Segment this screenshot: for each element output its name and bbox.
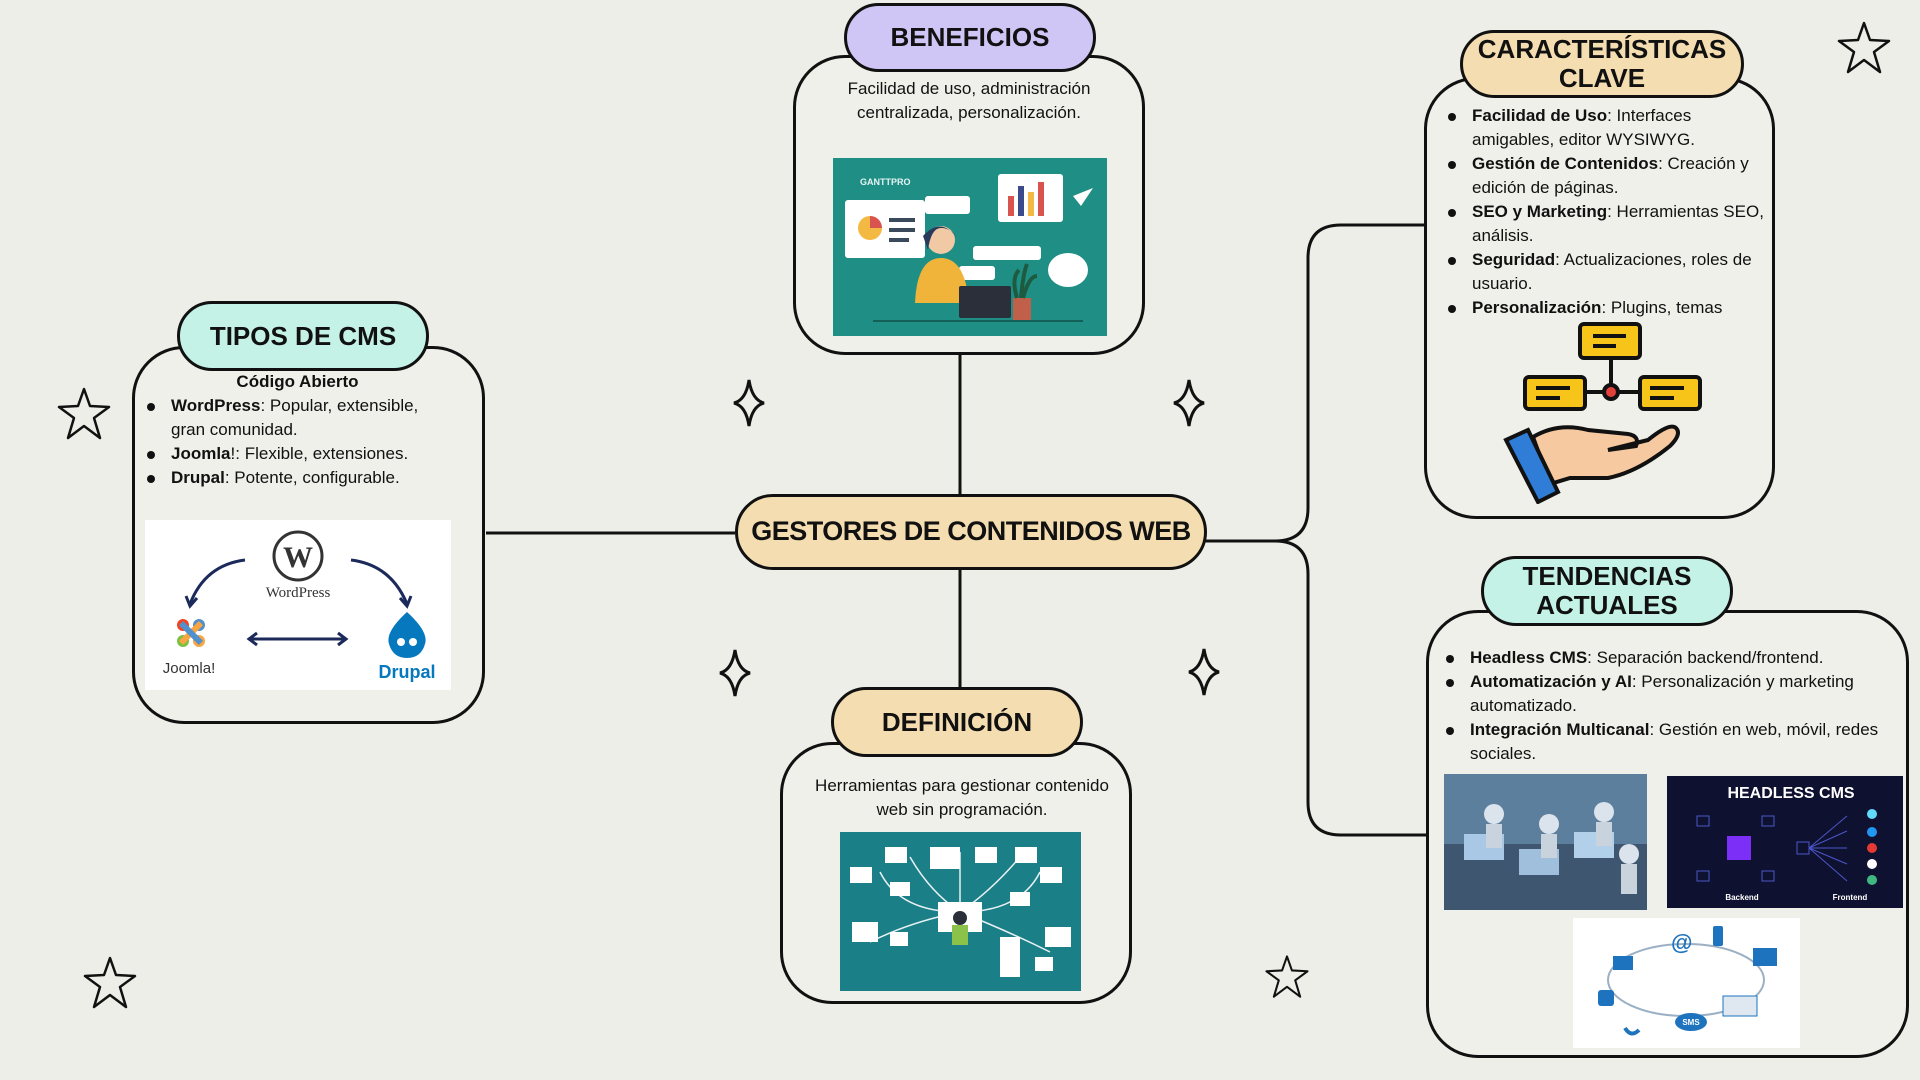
svg-text:SMS: SMS: [1682, 1018, 1700, 1027]
list-item: WordPress: Popular, extensible, gran com…: [147, 394, 455, 442]
list-item: Joomla!: Flexible, extensiones.: [147, 442, 455, 466]
beneficios-title: BENEFICIOS: [844, 3, 1096, 72]
caracteristicas-title: CARACTERÍSTICAS CLAVE: [1460, 30, 1744, 98]
list-item: Integración Multicanal: Gestión en web, …: [1446, 718, 1890, 766]
list-item: SEO y Marketing: Herramientas SEO, análi…: [1448, 200, 1764, 248]
list-item: Facilidad de Uso: Interfaces amigables, …: [1448, 104, 1764, 152]
list-item: Drupal: Potente, configurable.: [147, 466, 455, 490]
star-outline-icon: [83, 956, 137, 1009]
definicion-title: DEFINICIÓN: [831, 687, 1083, 757]
list-item: Headless CMS: Separación backend/fronten…: [1446, 646, 1890, 670]
definicion-text: Herramientas para gestionar contenido we…: [815, 776, 1109, 819]
cms-logos-image: W WordPress Joomla! Drupal: [145, 520, 451, 690]
list-item: Automatización y AI: Personalización y m…: [1446, 670, 1890, 718]
list-item: Seguridad: Actualizaciones, roles de usu…: [1448, 248, 1764, 296]
star-outline-icon: [57, 387, 111, 440]
ai-robots-image: [1444, 774, 1647, 910]
beneficios-text: Facilidad de uso, administración central…: [847, 79, 1091, 122]
caracteristicas-list: Facilidad de Uso: Interfaces amigables, …: [1444, 104, 1764, 320]
svg-text:@: @: [1671, 930, 1692, 955]
tendencias-list: Headless CMS: Separación backend/fronten…: [1442, 646, 1890, 766]
definicion-illustration: [840, 832, 1081, 991]
headless-cms-image: HEADLESS CMS Backend Frontend: [1667, 776, 1903, 908]
sparkle-icon: [733, 379, 765, 427]
star-outline-icon: [1837, 21, 1891, 74]
star-outline-icon: [1265, 955, 1309, 998]
ganttpro-brand: GANTTPRO: [860, 177, 911, 187]
sparkle-icon: [719, 649, 751, 697]
drupal-logo-label: Drupal: [378, 662, 435, 682]
tipos-subtitle: Código Abierto: [236, 372, 359, 391]
headless-cms-label: HEADLESS CMS: [1727, 785, 1854, 802]
joomla-logo-label: Joomla!: [163, 660, 216, 677]
central-topic: GESTORES DE CONTENIDOS WEB: [735, 494, 1207, 570]
list-item: Personalización: Plugins, temas: [1448, 296, 1764, 320]
tipos-list: WordPress: Popular, extensible, gran com…: [143, 394, 455, 490]
hand-network-icon: [1503, 322, 1702, 504]
backend-label: Backend: [1725, 893, 1758, 902]
sparkle-icon: [1188, 648, 1220, 696]
tendencias-title: TENDENCIAS ACTUALES: [1481, 556, 1733, 626]
svg-text:W: W: [283, 541, 313, 574]
beneficios-illustration: GANTTPRO: [833, 158, 1107, 336]
tipos-title: TIPOS DE CMS: [177, 301, 429, 371]
frontend-label: Frontend: [1833, 893, 1868, 902]
list-item: Gestión de Contenidos: Creación y edició…: [1448, 152, 1764, 200]
wordpress-logo-label: WordPress: [266, 585, 331, 601]
multichannel-image: @ SMS: [1573, 918, 1800, 1048]
sparkle-icon: [1173, 379, 1205, 427]
